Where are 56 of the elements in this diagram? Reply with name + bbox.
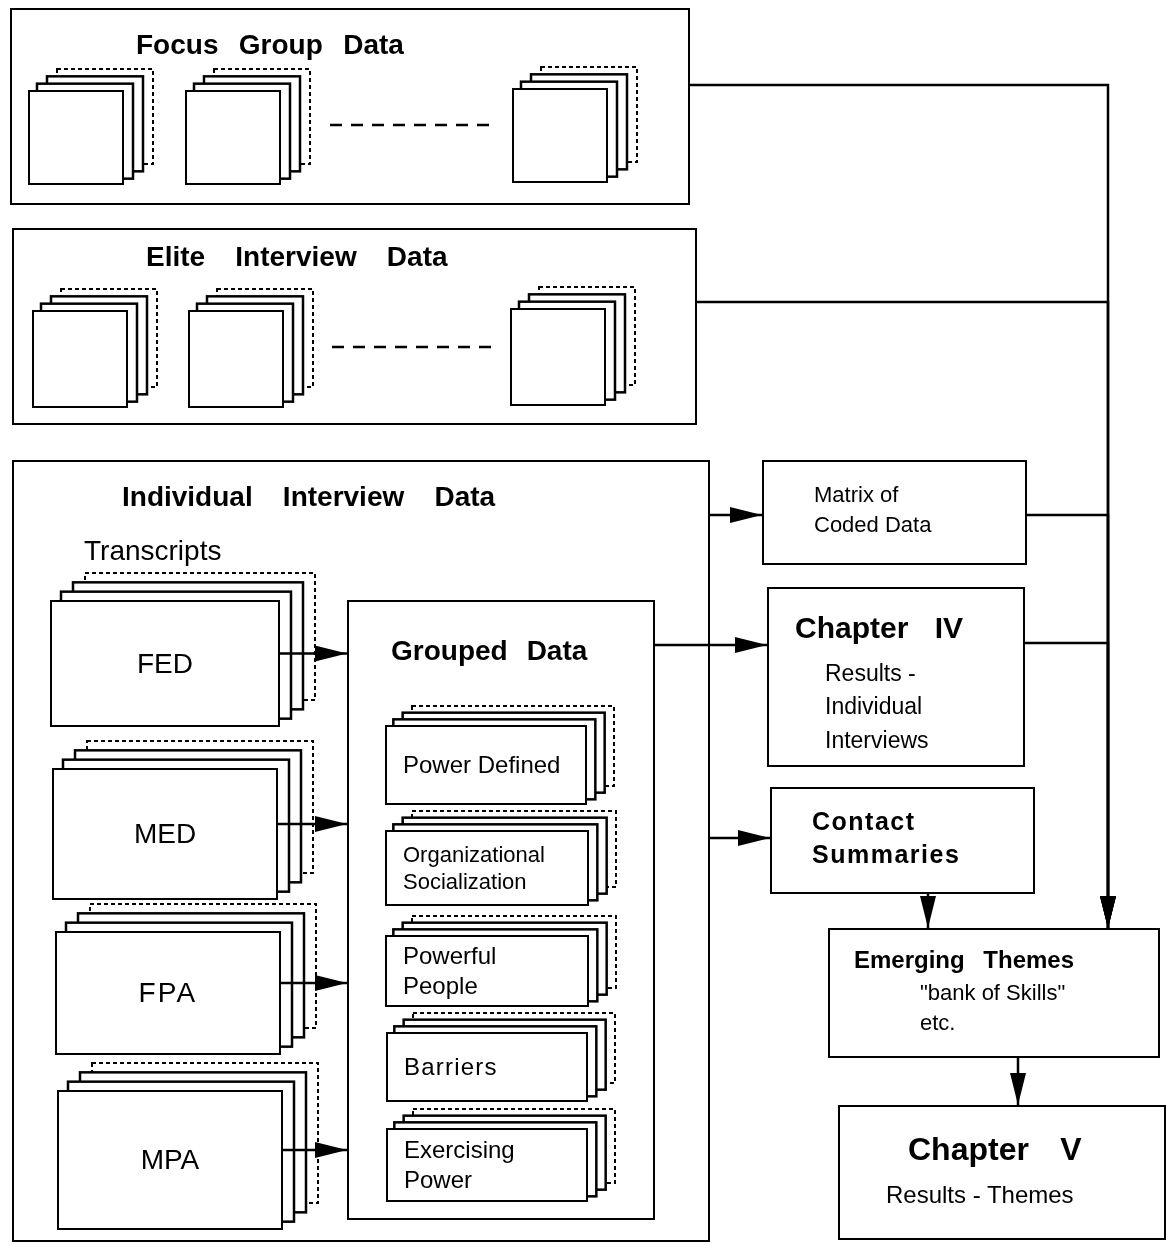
box-text: Transcripts [84,534,222,568]
box-text: Results - Individual Interviews [825,659,930,755]
arrow [1025,641,1116,928]
box-text: "bank of Skills" etc. [920,979,1067,1037]
box-label: Organizational Socialization [403,840,546,896]
arrow [280,645,347,662]
process-box [838,1105,1166,1240]
arrow [655,637,767,653]
document-stack [57,1062,319,1230]
process-box [828,928,1160,1058]
arrow [281,975,347,991]
document-stack [385,810,617,906]
box-heading: Individual Interview Data [122,480,496,514]
document-stack [188,288,314,408]
document-stack [512,66,638,183]
box-heading: Emerging Themes [854,945,1075,975]
box-label: Power Defined [403,750,561,780]
box-label: FED [137,646,193,681]
process-box [770,787,1035,894]
box-heading: Chapter V [908,1130,1082,1169]
box-label: Exercising Power [404,1135,516,1195]
arrow [920,894,936,928]
arrow [1010,1058,1026,1105]
box-heading: Elite Interview Data [146,240,448,274]
box-text: Results - Themes [886,1180,1074,1210]
group-box [10,8,690,205]
box-label: Barriers [404,1052,498,1082]
arrow [283,1142,347,1158]
box-heading: Focus Group Data [136,28,404,62]
document-stack [28,68,154,185]
document-stack [385,705,615,805]
box-label: FPA [138,976,198,1010]
arrow [710,507,762,523]
group-box [347,600,655,1220]
arrow [278,816,347,832]
box-label: MED [133,817,197,851]
document-stack [386,1108,616,1202]
box-heading: Contact Summaries [812,806,962,870]
document-stack [386,1012,616,1102]
document-stack [510,286,636,406]
group-box [12,460,710,1242]
process-box [762,460,1027,565]
group-box [12,228,697,425]
box-label: MPA [140,1143,200,1177]
box-label: Powerful People [403,941,498,1001]
document-stack [385,915,617,1007]
document-stack [55,903,317,1055]
arrow [710,830,770,846]
box-heading: Matrix of Coded Data [814,481,933,539]
box-heading: Grouped Data [391,634,588,668]
document-stack [52,740,314,900]
process-box [767,587,1025,767]
document-stack [50,572,316,727]
document-stack [185,68,311,185]
document-stack [32,288,158,408]
box-heading: Chapter IV [795,610,964,646]
